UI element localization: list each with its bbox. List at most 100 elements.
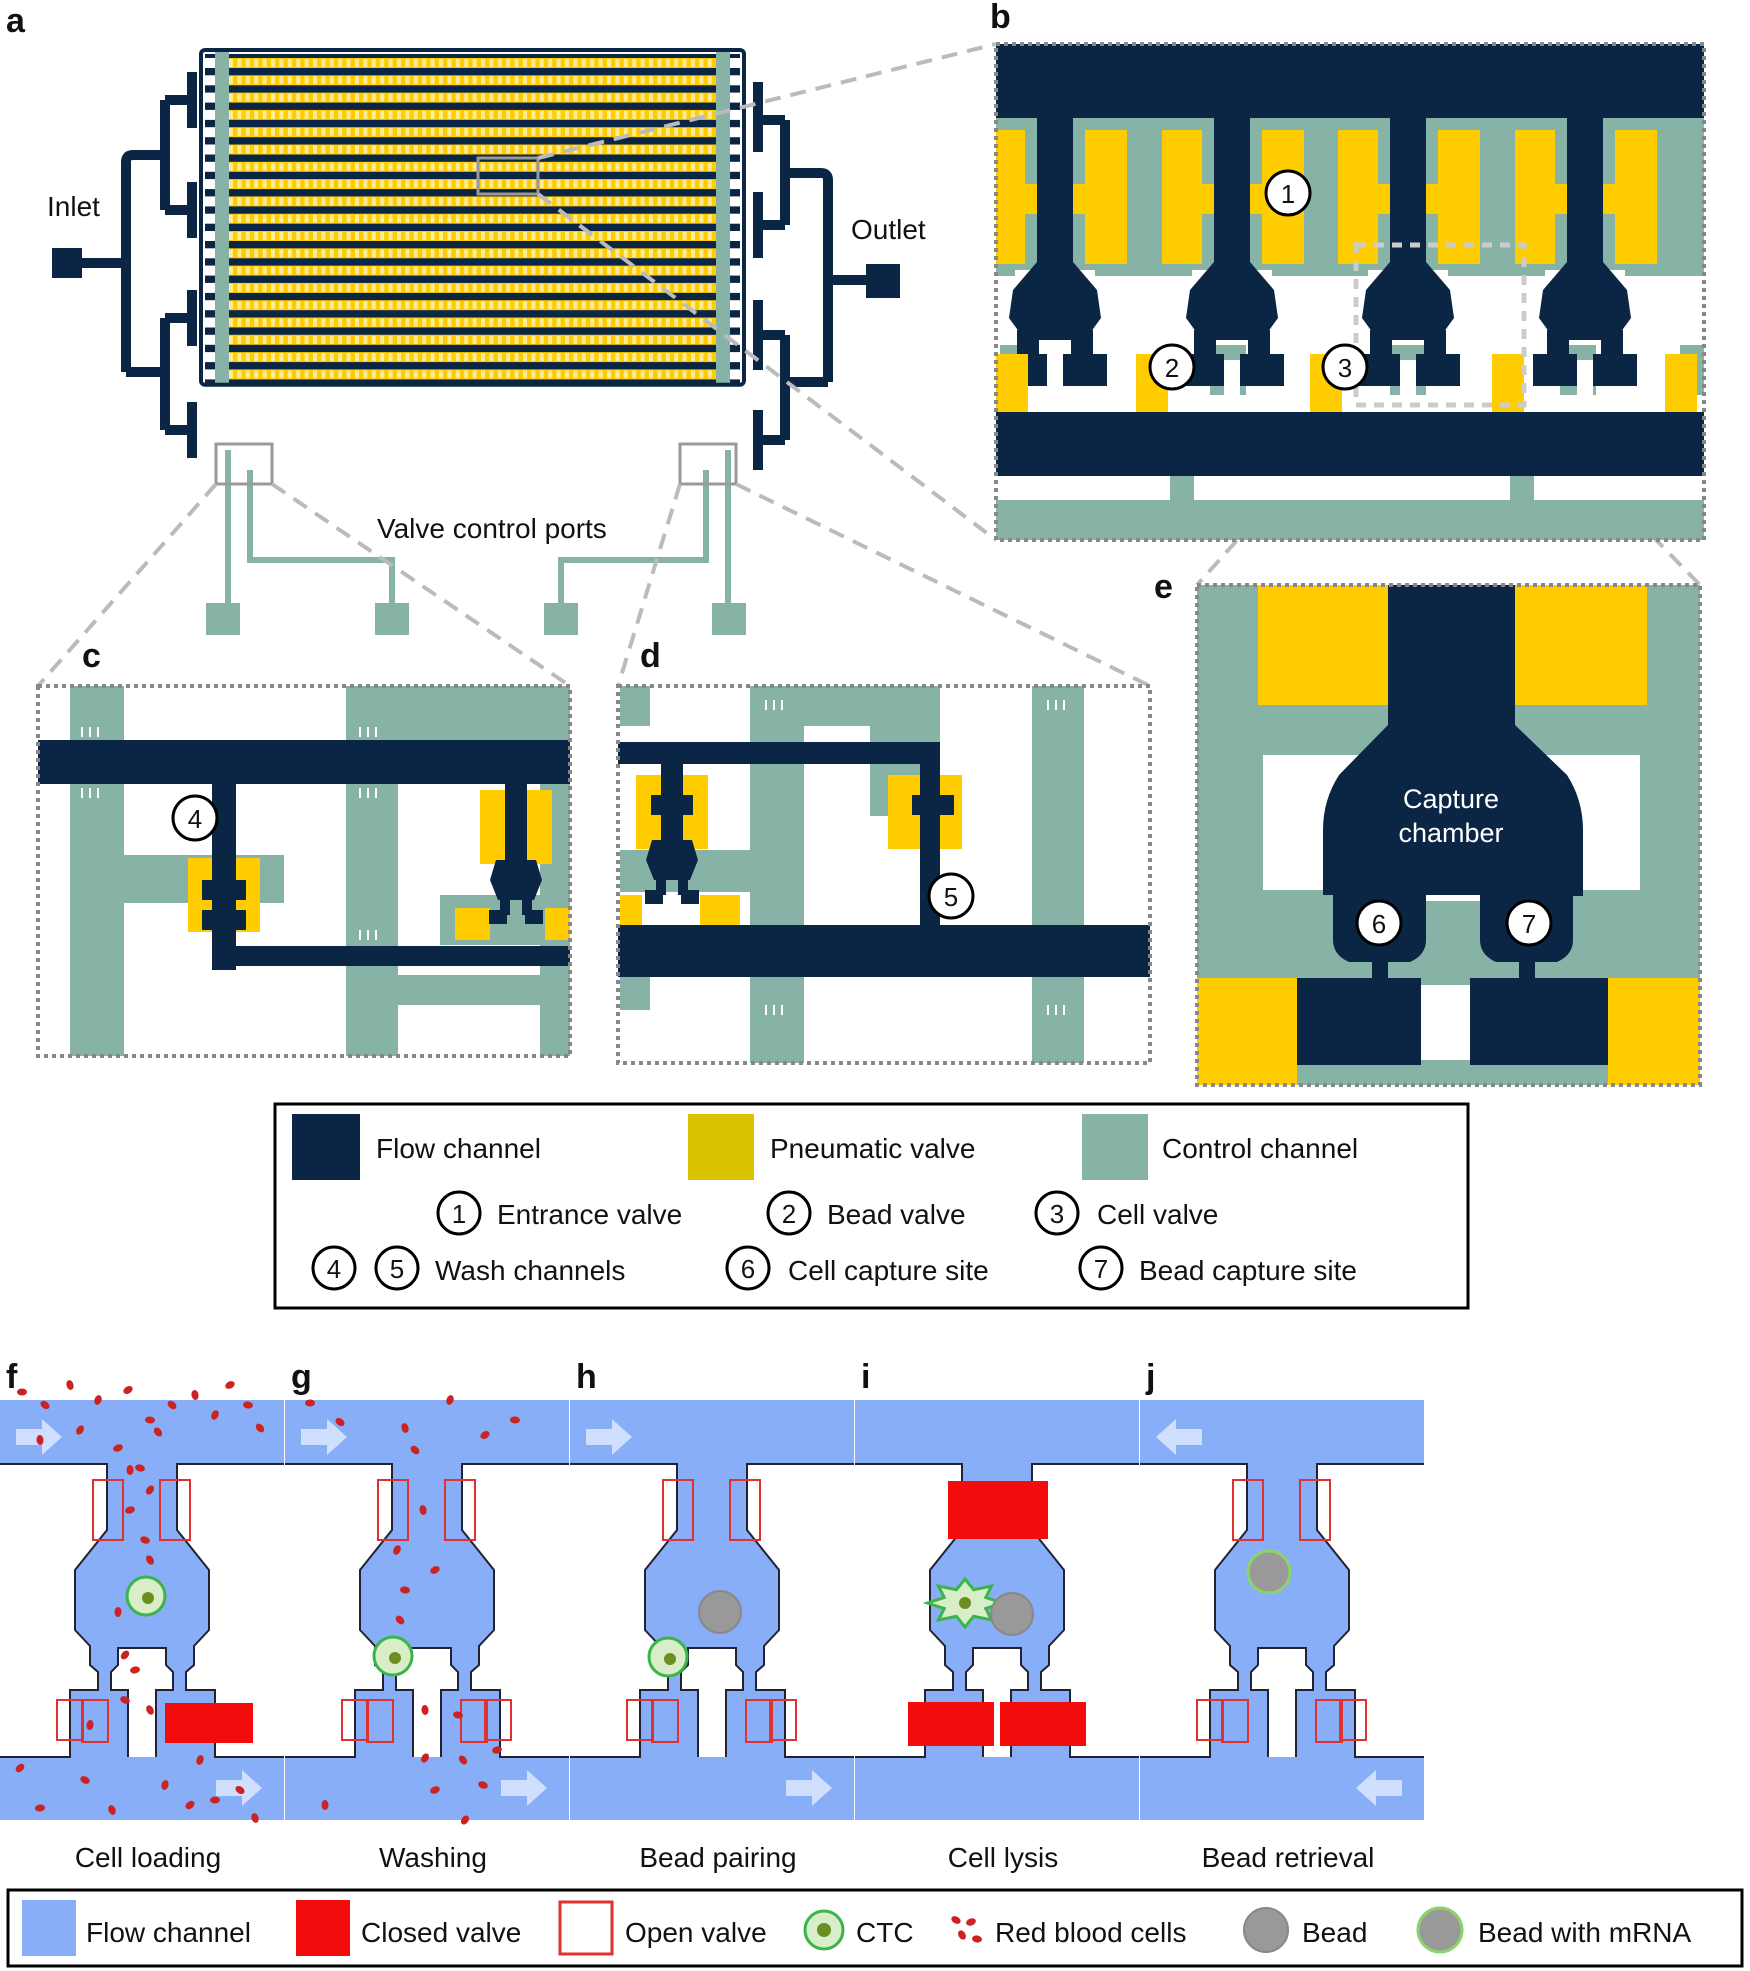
red-blood-cell xyxy=(421,1753,429,1763)
marker-6: 6 xyxy=(1355,899,1403,947)
red-blood-cell xyxy=(86,1720,94,1730)
open-valve xyxy=(1339,1699,1367,1741)
control-ports xyxy=(206,603,746,635)
legend-marker-3: 3 xyxy=(1034,1190,1080,1236)
red-blood-cell xyxy=(410,1445,420,1455)
red-blood-cell xyxy=(251,1813,259,1823)
legend-bead-capture-site: Bead capture site xyxy=(1139,1255,1357,1286)
red-blood-cell xyxy=(510,1416,520,1424)
inlet-manifold xyxy=(75,72,197,458)
svg-text:7: 7 xyxy=(1094,1254,1108,1284)
inlet-label: Inlet xyxy=(47,191,100,222)
red-blood-cell xyxy=(453,1711,463,1719)
chip-row xyxy=(205,173,740,194)
chip-row xyxy=(205,259,740,280)
panel-d: d xyxy=(616,637,1152,1065)
stage-bottom-channel xyxy=(855,1757,1139,1820)
stage-caption-g: Washing xyxy=(379,1842,487,1873)
chip-row xyxy=(205,225,740,245)
svg-text:6: 6 xyxy=(741,1254,755,1284)
outlet-manifold xyxy=(753,82,868,470)
open-valve xyxy=(81,1699,109,1743)
flow-arrow-right xyxy=(586,1419,632,1455)
open-valve xyxy=(1315,1699,1343,1743)
red-blood-cell xyxy=(161,1780,169,1790)
capture-chamber-label-line2: chamber xyxy=(1398,818,1503,848)
red-blood-cell xyxy=(113,1444,123,1452)
closed-valve xyxy=(165,1703,253,1743)
legend-bead-label: Bead xyxy=(1302,1917,1367,1948)
open-valve xyxy=(444,1479,476,1541)
stage-caption-h: Bead pairing xyxy=(639,1842,796,1873)
panel-b-frame xyxy=(994,42,1706,542)
red-blood-cell xyxy=(15,1763,25,1773)
legend-marker-4: 4 xyxy=(311,1245,357,1291)
open-valve xyxy=(460,1699,488,1743)
chip-row xyxy=(205,311,740,332)
legend-flow-label: Flow channel xyxy=(376,1133,541,1164)
control-port-lines xyxy=(225,450,731,610)
chip-row xyxy=(205,276,740,297)
closed-valve xyxy=(1000,1702,1086,1746)
red-blood-cell xyxy=(430,1566,440,1574)
red-blood-cell xyxy=(120,1650,130,1660)
panel-c: c xyxy=(36,637,572,1058)
marker-5: 5 xyxy=(927,872,975,920)
closed-valve xyxy=(908,1702,994,1746)
legend-marker-7: 7 xyxy=(1078,1245,1124,1291)
stage-caption-i: Cell lysis xyxy=(948,1842,1058,1873)
svg-text:2: 2 xyxy=(1165,353,1179,383)
red-blood-cell xyxy=(191,1390,199,1400)
b-bead-cell-valve xyxy=(1665,354,1697,412)
legend-marker-1: 1 xyxy=(436,1190,482,1236)
e-capture-chamber xyxy=(1297,585,1608,1065)
red-blood-cell xyxy=(40,1400,50,1410)
red-blood-cell xyxy=(492,1746,502,1754)
red-blood-cell xyxy=(145,1555,155,1565)
red-blood-cell xyxy=(225,1381,235,1389)
legend-open-valve-swatch xyxy=(558,1900,614,1956)
chip-row xyxy=(205,121,740,142)
panel-e-frame xyxy=(1195,583,1702,1087)
red-blood-cell xyxy=(108,1805,116,1815)
red-blood-cell xyxy=(446,1395,454,1405)
legend-bottom: Flow channel Closed valve Open valve CTC… xyxy=(6,1888,1744,1968)
red-blood-cell xyxy=(458,1755,468,1765)
open-valve xyxy=(159,1479,191,1541)
red-blood-cell xyxy=(400,1586,410,1594)
c-ticks xyxy=(81,727,377,940)
chip-channel-array xyxy=(199,48,746,387)
outlet-port xyxy=(866,264,900,298)
bead xyxy=(698,1590,742,1634)
red-blood-cell xyxy=(235,1785,245,1795)
stage-capture-chamber xyxy=(355,1462,500,1759)
panel-letter-b: b xyxy=(990,0,1011,36)
panel-c-frame xyxy=(36,684,572,1058)
svg-text:5: 5 xyxy=(390,1254,404,1284)
b-bottom-flow-channel xyxy=(996,412,1704,476)
outlet-label: Outlet xyxy=(851,214,926,245)
legend-ctc-label: CTC xyxy=(856,1917,914,1948)
svg-text:6: 6 xyxy=(1372,909,1386,939)
svg-text:5: 5 xyxy=(944,882,958,912)
red-blood-cell xyxy=(66,1380,74,1390)
panel-d-frame xyxy=(616,684,1152,1065)
b-capture-unit xyxy=(1515,110,1657,412)
flow-arrow-right xyxy=(301,1419,347,1455)
open-valve xyxy=(651,1699,679,1743)
red-blood-cell xyxy=(145,1485,155,1495)
flow-arrow-left xyxy=(1156,1419,1202,1455)
red-blood-cell xyxy=(185,1800,195,1810)
panel-letter-g: g xyxy=(291,1358,312,1396)
legend-control-swatch xyxy=(1082,1114,1148,1180)
c-flow-channels xyxy=(38,740,570,970)
panel-letter-d: d xyxy=(640,637,661,675)
open-valve xyxy=(484,1699,512,1741)
red-blood-cell xyxy=(255,1423,265,1433)
zoom-boxes xyxy=(214,156,738,486)
